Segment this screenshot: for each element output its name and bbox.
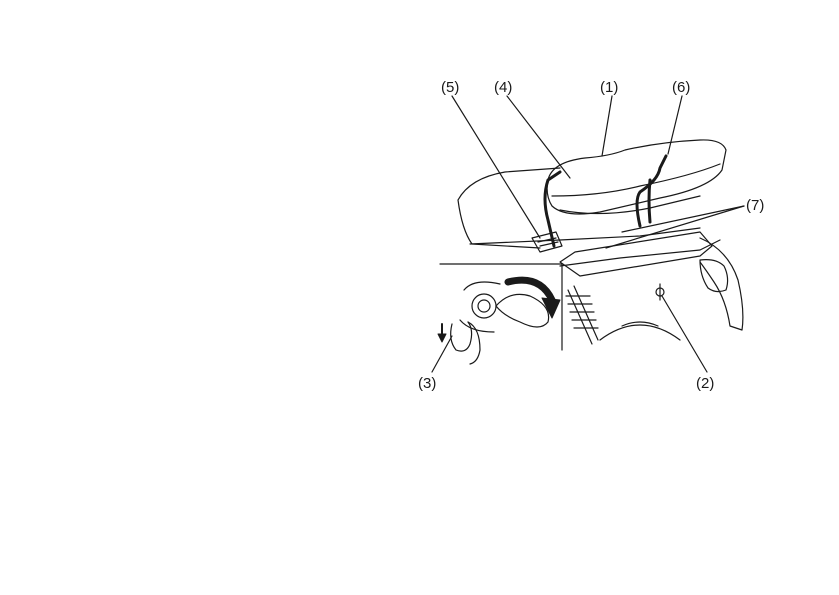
key-lock-inner [478, 300, 490, 312]
seat-seam [552, 164, 720, 196]
frame-rail-lower [560, 240, 720, 266]
tail-light [700, 260, 728, 292]
cable-right [637, 156, 666, 226]
turn-arrow-head [542, 298, 560, 318]
leader-4 [507, 96, 570, 178]
leader-5 [452, 96, 540, 238]
rear-fender [700, 238, 743, 330]
rear-wheel [600, 325, 680, 340]
leader-2 [662, 296, 707, 372]
cable-right-lower [649, 180, 650, 222]
callout-5: (5) [441, 80, 459, 95]
callout-6: (6) [672, 80, 690, 95]
leader-1 [602, 96, 612, 156]
callout-4: (4) [494, 80, 512, 95]
callout-1: (1) [600, 80, 618, 95]
key [496, 294, 549, 327]
callout-2: (2) [696, 376, 714, 391]
callout-3: (3) [418, 376, 436, 391]
key-lock-housing [460, 282, 500, 332]
shock-spring [566, 296, 598, 328]
turn-arrow [508, 280, 552, 300]
callout-7: (7) [746, 198, 764, 213]
shock-body [568, 286, 598, 344]
key-lock-outer [472, 294, 496, 318]
hook-down-arrowhead [438, 334, 446, 342]
leader-6 [668, 96, 682, 154]
